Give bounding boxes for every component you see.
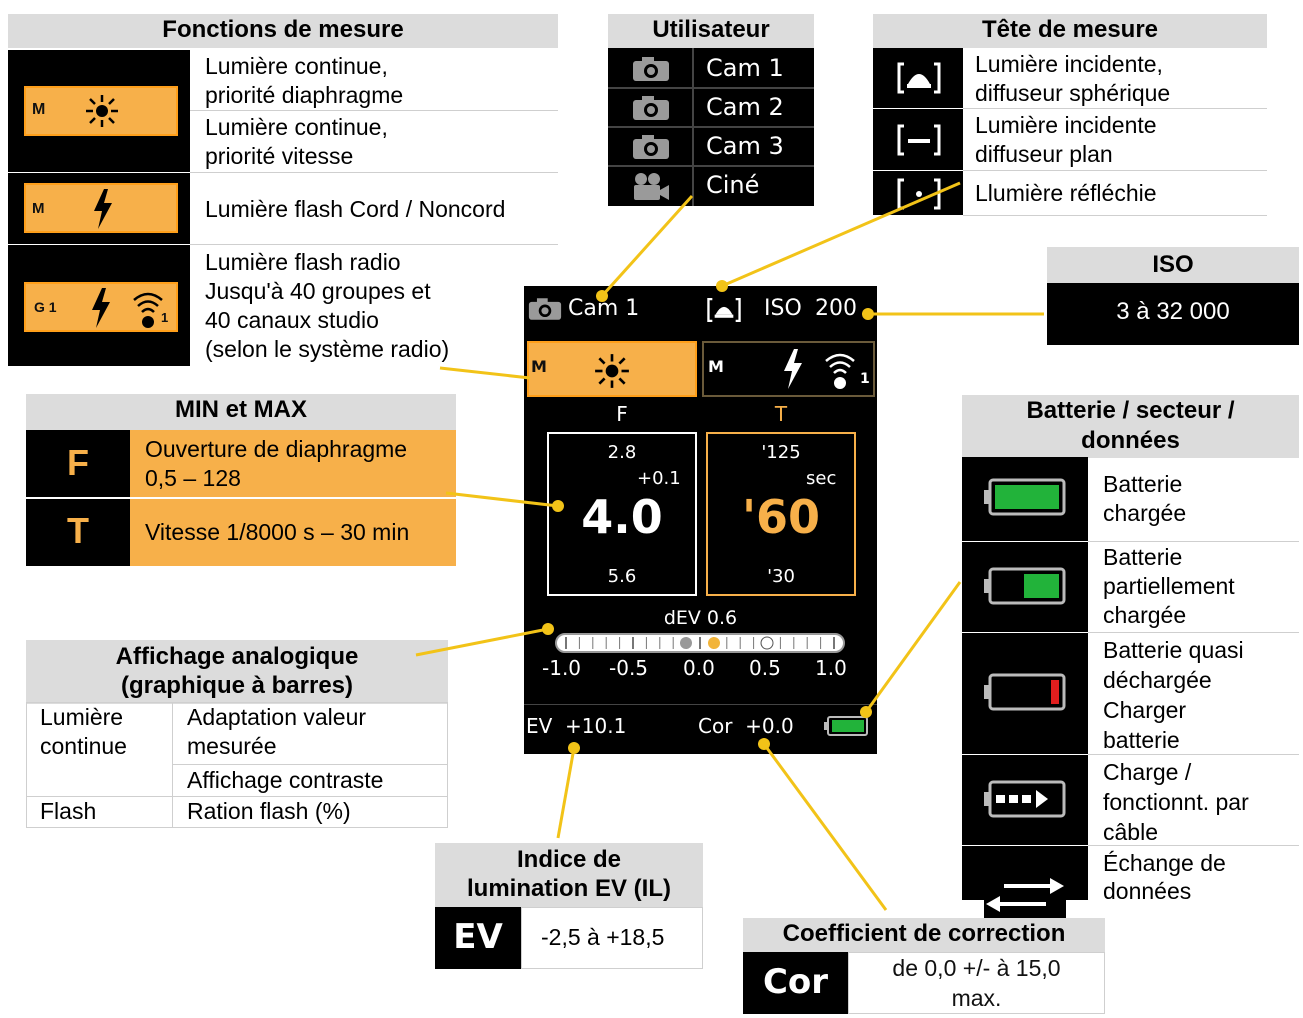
movie-camera-icon [634, 173, 669, 200]
screen-cor-value: Cor +0.0 [698, 714, 794, 738]
flash-bolt-icon [92, 288, 110, 328]
fonctions-row4-text: Lumière flash radio Jusqu'à 40 groupes e… [205, 249, 450, 362]
camera-icon [633, 96, 669, 120]
battery-row4-text: Charge / fonctionnt. par câble [1103, 759, 1249, 845]
battery-row3-text: Batterie quasi déchargée Charger batteri… [1103, 637, 1244, 753]
cor-range: de 0,0 +/- à 15,0 max. [892, 955, 1061, 1011]
cable-power-icon [984, 780, 1066, 818]
battery-full-icon [824, 716, 868, 736]
camera-icon [528, 298, 562, 320]
analog-contrast-text: Affichage contraste [187, 767, 384, 793]
ev-title: Indice de lumination EV (IL) [435, 843, 703, 907]
camera-icon [633, 135, 669, 159]
minmax-title: MIN et MAX [26, 394, 456, 430]
radio-sub-label: 1 [860, 371, 870, 387]
screen-iso-label: ISO [764, 296, 802, 321]
battery-low-icon [984, 673, 1066, 711]
scale-label: -0.5 [609, 656, 649, 680]
tete-title: Tête de mesure [873, 14, 1267, 48]
t-range-text: Vitesse 1/8000 s – 30 min [145, 519, 410, 545]
t-label: T [67, 510, 89, 551]
mode-flash-cord-icon: M [24, 183, 178, 233]
f-delta-value: +0.1 [637, 468, 681, 489]
flash-bolt-icon [784, 349, 802, 389]
t-main-value: '60 [741, 490, 821, 544]
mode-m-label: M [531, 357, 547, 376]
screen-t-box: '125 sec '60 '30 [706, 432, 856, 596]
user-item-cam3: Cam 3 [706, 132, 784, 160]
tete-row1-text: Lumière incidente, diffuseur sphérique [975, 51, 1171, 106]
analog-flash-text: Ration flash (%) [187, 798, 351, 824]
battery-full-icon [984, 478, 1066, 516]
radio-wave-icon [825, 353, 855, 389]
cor-label: Cor [762, 962, 829, 1002]
dome-diffuser-icon [707, 297, 741, 323]
tete-row2-text: Lumière incidente diffuseur plan [975, 112, 1157, 167]
scale-label: -1.0 [542, 656, 582, 680]
ev-label: EV [453, 917, 503, 957]
f-label: F [67, 442, 89, 483]
mode-m-label: M [708, 357, 724, 376]
t-unit: sec [806, 468, 837, 489]
mode-m-label: M [32, 200, 45, 217]
screen-f-header: F [616, 402, 628, 426]
analog-adaptation-text: Adaptation valeur mesurée [187, 704, 367, 759]
tete-row3-text: Llumière réfléchie [975, 180, 1157, 206]
scale-label: 0.5 [749, 656, 781, 680]
screen-mode-flash-radio: M 1 [702, 341, 875, 397]
iso-title: ISO [1047, 247, 1299, 283]
fonctions-row1-text: Lumière continue, priorité diaphragme [205, 53, 404, 108]
cor-title: Coefficient de correction [743, 918, 1105, 952]
mode-m-label: M [32, 101, 46, 118]
sun-icon [595, 354, 629, 388]
user-item-cam2: Cam 2 [706, 93, 784, 121]
screen-ev-value: EV +10.1 [526, 714, 627, 738]
batterie-title: Batterie / secteur / données [962, 395, 1299, 458]
t-top-value: '125 [761, 442, 801, 463]
battery-partial-icon [984, 567, 1066, 605]
f-main-value: 4.0 [581, 490, 663, 544]
user-item-cine: Ciné [706, 171, 760, 199]
scale-label: 0.0 [683, 656, 715, 680]
radio-wave-icon [133, 292, 163, 328]
f-range-text: Ouverture de diaphragme 0,5 – 128 [145, 436, 408, 491]
fonctions-row2-text: Lumière continue, priorité vitesse [205, 114, 388, 169]
user-item-cam1: Cam 1 [706, 54, 784, 82]
t-bottom-value: '30 [767, 566, 795, 587]
dome-diffuser-icon [897, 62, 941, 94]
analog-flash-label: Flash [40, 798, 97, 824]
group-label: G 1 [34, 299, 57, 315]
battery-row1-text: Batterie chargée [1103, 471, 1187, 526]
mode-flash-radio-icon: G 1 1 [24, 282, 178, 332]
fonctions-row3-text: Lumière flash Cord / Noncord [205, 196, 506, 222]
mode-continuous-icon: M [24, 86, 178, 136]
flat-diffuser-icon [897, 124, 941, 156]
utilisateur-title: Utilisateur [608, 14, 814, 48]
camera-icon [633, 57, 669, 81]
fonctions-title: Fonctions de mesure [8, 14, 558, 48]
ev-range: -2,5 à +18,5 [541, 924, 665, 950]
flash-bolt-icon [94, 189, 112, 229]
iso-range: 3 à 32 000 [1116, 298, 1230, 325]
analog-bar-graph [555, 633, 845, 653]
screen-mode-continuous: M [527, 341, 697, 397]
screen-f-box: 2.8 +0.1 4.0 5.6 [547, 432, 697, 596]
f-bottom-value: 5.6 [607, 566, 637, 587]
screen-dev-label: dEV 0.6 [663, 607, 738, 629]
analog-title: Affichage analogique (graphique à barres… [26, 640, 448, 704]
battery-row2-text: Batterie partiellement chargée [1103, 544, 1235, 628]
screen-t-header: T [774, 402, 788, 426]
radio-sub-label: 1 [161, 310, 169, 325]
sun-icon [86, 95, 118, 127]
scale-label: 1.0 [815, 656, 847, 680]
screen-iso-value: 200 [815, 296, 857, 321]
battery-row5-text: Échange de données [1103, 850, 1226, 901]
analog-continuous-label: Lumière continue [40, 704, 127, 759]
f-top-value: 2.8 [607, 442, 637, 463]
